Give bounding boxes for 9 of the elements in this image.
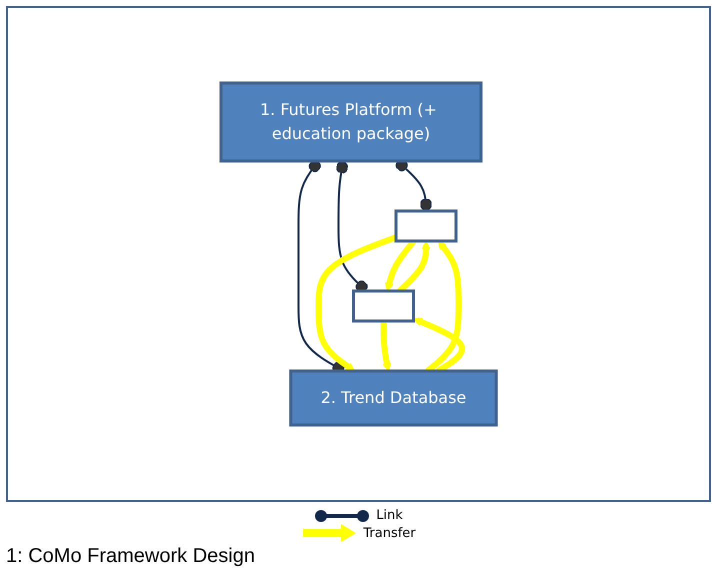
node-box — [352, 290, 415, 322]
arrow — [315, 234, 397, 372]
node-box — [394, 210, 458, 242]
node-box: 1. Futures Platform (+ education package) — [219, 82, 482, 162]
legend-text: Transfer — [363, 526, 416, 540]
legend-text: Link — [376, 508, 403, 523]
caption: 1: CoMo Framework Design — [6, 545, 256, 568]
arrow — [380, 321, 391, 372]
node-box: 2. Trend Database — [289, 370, 498, 426]
